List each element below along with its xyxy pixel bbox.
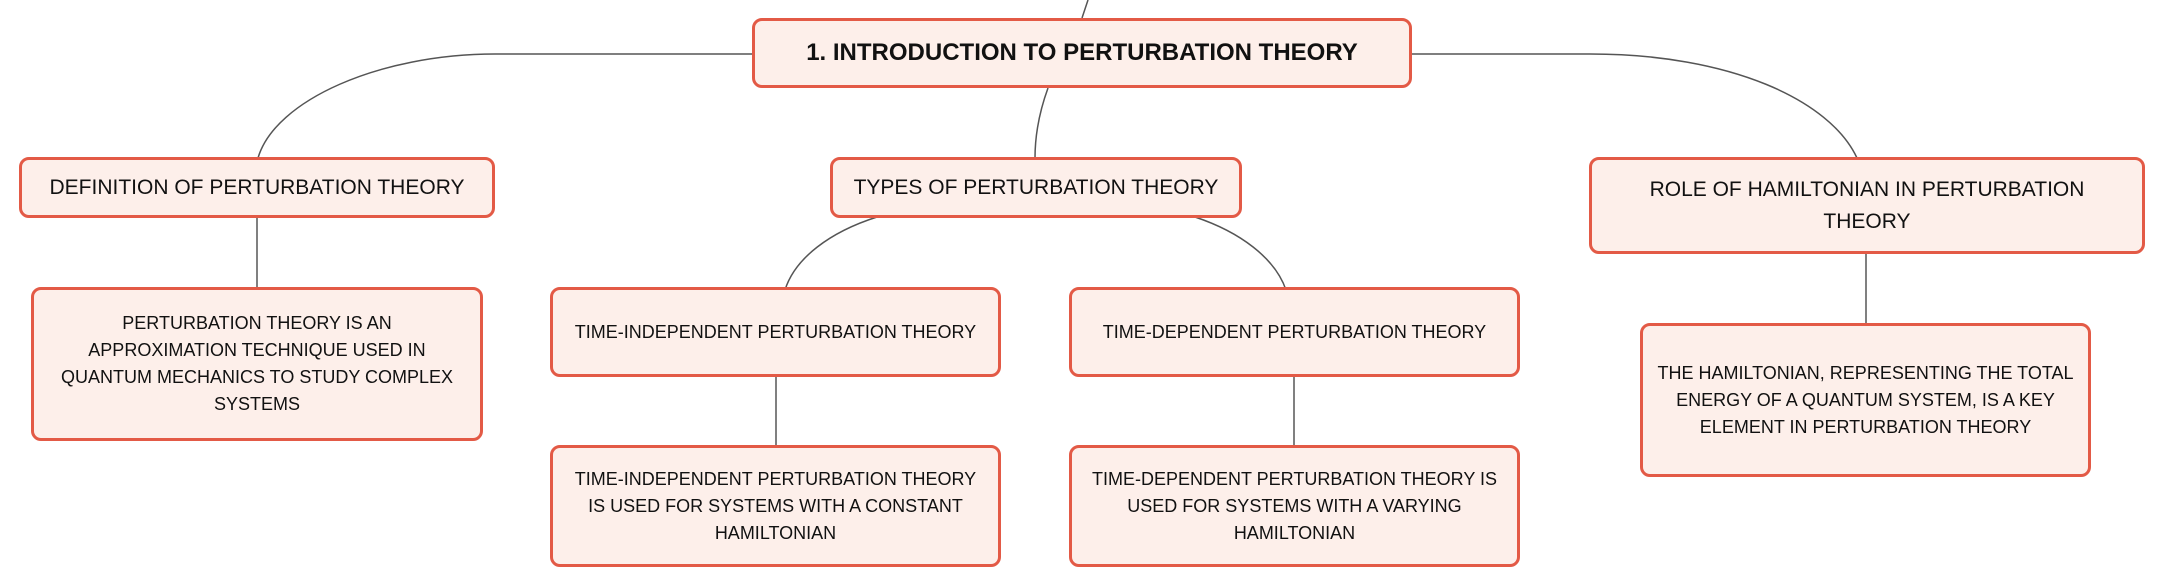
root-topic-label: 1. INTRODUCTION TO PERTURBATION THEORY (806, 39, 1358, 66)
definition-label: DEFINITION OF PERTURBATION THEORY (49, 175, 465, 199)
hamiltonian-node[interactable]: ROLE OF HAMILTONIAN IN PERTURBATION THEO… (1589, 157, 2145, 254)
definition-node[interactable]: DEFINITION OF PERTURBATION THEORY (19, 157, 495, 218)
time-dependent-detail-node[interactable]: TIME-DEPENDENT PERTURBATION THEORY IS US… (1069, 445, 1520, 567)
time-dependent-node[interactable]: TIME-DEPENDENT PERTURBATION THEORY (1069, 287, 1520, 377)
time-independent-detail-node[interactable]: TIME-INDEPENDENT PERTURBATION THEORY IS … (550, 445, 1001, 567)
connector-root-to-parent (1081, 0, 1089, 19)
hamiltonian-detail-text: THE HAMILTONIAN, REPRESENTING THE TOTAL … (1657, 362, 2074, 437)
time-dependent-label: TIME-DEPENDENT PERTURBATION THEORY (1102, 321, 1487, 342)
definition-detail-node[interactable]: PERTURBATION THEORY IS AN APPROXIMATION … (31, 287, 483, 441)
hamiltonian-detail-node[interactable]: THE HAMILTONIAN, REPRESENTING THE TOTAL … (1640, 323, 2091, 477)
time-independent-detail-text: TIME-INDEPENDENT PERTURBATION THEORY IS … (574, 468, 977, 543)
types-node[interactable]: TYPES OF PERTURBATION THEORY (830, 157, 1242, 218)
connector-root-to-hamiltonian (1410, 53, 1858, 159)
time-independent-label: TIME-INDEPENDENT PERTURBATION THEORY (574, 321, 977, 342)
definition-detail-text: PERTURBATION THEORY IS AN APPROXIMATION … (60, 313, 454, 414)
connector-root-to-definition (257, 53, 752, 159)
time-dependent-detail-text: TIME-DEPENDENT PERTURBATION THEORY IS US… (1091, 468, 1498, 543)
hamiltonian-label: ROLE OF HAMILTONIAN IN PERTURBATION THEO… (1649, 178, 2085, 233)
root-topic-node[interactable]: 1. INTRODUCTION TO PERTURBATION THEORY (752, 18, 1412, 88)
connector-root-to-types (1034, 87, 1049, 159)
connector-types-to-time-independent (784, 216, 878, 291)
time-independent-node[interactable]: TIME-INDEPENDENT PERTURBATION THEORY (550, 287, 1001, 377)
connector-types-to-time-dependent (1194, 216, 1287, 291)
types-label: TYPES OF PERTURBATION THEORY (853, 175, 1219, 199)
